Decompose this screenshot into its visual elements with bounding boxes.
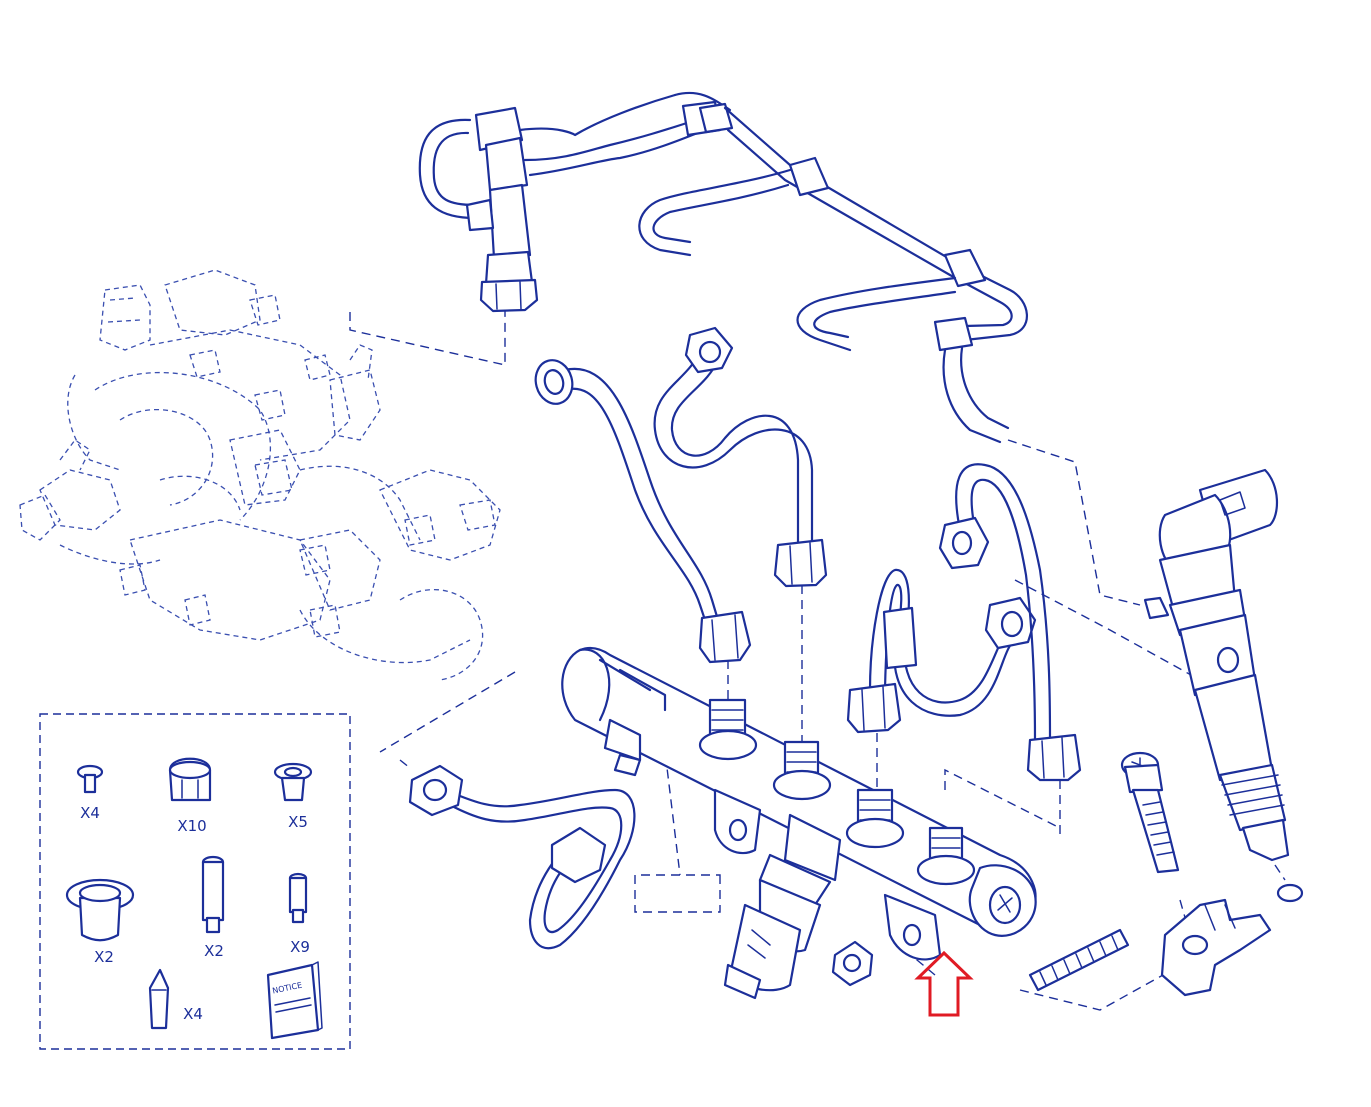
mounting-nut-and-stud	[831, 928, 1130, 992]
kit-pin	[148, 968, 170, 1030]
kit-long-spacer	[201, 855, 225, 934]
fuel-return-harness	[418, 91, 1028, 444]
kit-short-spacer-qty: X9	[290, 938, 310, 956]
kit-large-plug-qty: X2	[94, 948, 114, 966]
kit-cap	[168, 757, 212, 802]
rail-pressure-sensor	[723, 813, 842, 1000]
fuel-injector	[1143, 468, 1304, 903]
highlight-arrow	[914, 950, 974, 1017]
common-rail	[561, 646, 1037, 961]
kit-large-plug	[65, 878, 135, 942]
high-pressure-pump	[19, 269, 501, 681]
kit-short-spacer	[288, 872, 308, 924]
kit-cap-qty: X10	[177, 817, 206, 835]
kit-plug-qty: X5	[288, 813, 308, 831]
kit-screw-qty: X4	[80, 804, 100, 822]
kit-long-spacer-qty: X2	[204, 942, 224, 960]
accessory-kit-box	[39, 713, 351, 1050]
kit-screw	[76, 764, 104, 794]
high-pressure-pipes	[408, 326, 1082, 950]
kit-pin-qty: X4	[183, 1005, 203, 1023]
kit-notice-booklet	[266, 961, 323, 1040]
injector-clamp	[1120, 751, 1272, 997]
kit-plug	[273, 762, 313, 802]
